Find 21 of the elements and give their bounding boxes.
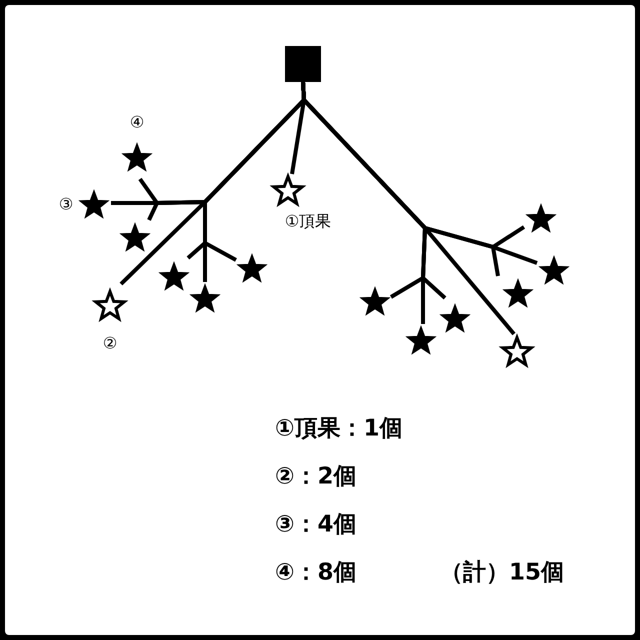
filled-star <box>360 286 390 316</box>
branch-line <box>301 82 516 336</box>
count-text: ③：4個 <box>275 510 356 540</box>
filled-star <box>539 255 569 285</box>
star-label: ④ <box>130 112 144 132</box>
filled-star <box>159 261 189 291</box>
star-label: ①頂果 <box>284 212 332 232</box>
count-text: ②：2個 <box>275 462 356 492</box>
filled-star <box>440 303 470 333</box>
filled-star <box>503 278 533 308</box>
star-label: ② <box>102 334 118 352</box>
count-text: （計）15個 <box>440 558 564 588</box>
filled-star <box>190 283 220 313</box>
square-box <box>285 46 321 82</box>
count-text: ①頂果：1個 <box>275 414 402 444</box>
filled-star <box>120 222 150 252</box>
star-label: ③ <box>58 194 74 214</box>
count-text: ④：8個 <box>275 558 356 588</box>
filled-star <box>237 253 267 283</box>
filled-star <box>526 203 556 233</box>
filled-star <box>406 325 436 355</box>
